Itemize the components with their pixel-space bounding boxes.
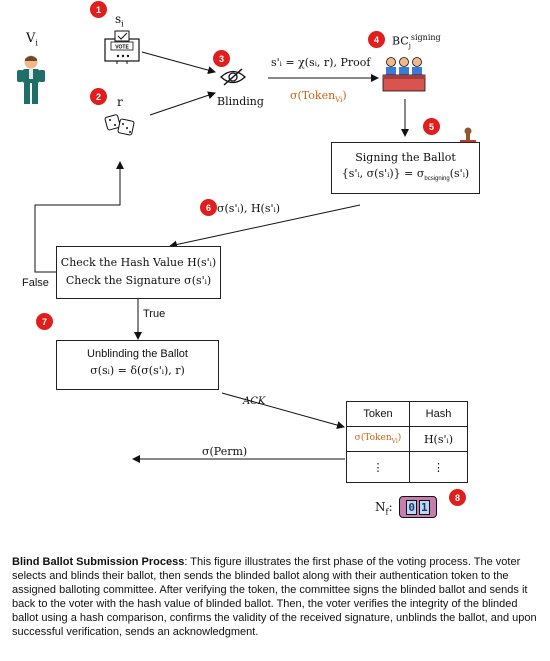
check-signature-text: Check the Signature σ(s'ᵢ) — [65, 274, 212, 287]
perm-label: σ(Perm) — [202, 445, 248, 458]
committee-icon — [382, 57, 426, 92]
step-badge-6: 6 — [200, 199, 217, 216]
step-badge-2: 2 — [90, 88, 107, 105]
dice-icon — [104, 114, 135, 136]
counter-display: 0 1 — [399, 496, 437, 518]
arrow-ballot-to-blinding — [141, 51, 216, 75]
blinding-label: Blinding — [217, 95, 264, 108]
unblinding-formula: σ(sᵢ) = δ(σ(s'ᵢ), r) — [90, 364, 185, 377]
voter-label: Vi — [26, 31, 38, 48]
counter-digit-1: 1 — [419, 499, 430, 515]
signing-title: Signing the Ballot — [355, 151, 456, 164]
table-header-row: Token Hash — [346, 401, 468, 427]
table-cell-hash: H(s'ᵢ) — [409, 426, 468, 452]
unblinding-box: Unblinding the Ballot σ(sᵢ) = δ(σ(s'ᵢ), … — [56, 340, 219, 390]
table-header-hash: Hash — [409, 401, 468, 427]
token-label: σ(TokenVi) — [290, 89, 347, 105]
table-row: σ(TokenVi) H(s'ᵢ) — [346, 426, 468, 452]
check-box: Check the Hash Value H(s'ᵢ) Check the Si… — [56, 246, 221, 299]
blinding-eye-icon — [220, 68, 246, 86]
false-label: False — [22, 277, 49, 289]
table-row: ⋮ ⋮ — [346, 451, 468, 483]
ack-label: ACK — [243, 396, 266, 407]
blind-formula: s'ᵢ = χ(sᵢ, r), Proof — [271, 56, 371, 69]
step-badge-3: 3 — [213, 50, 230, 67]
arrow-ack — [221, 392, 345, 429]
table-header-token: Token — [346, 401, 410, 427]
unblinding-title: Unblinding the Ballot — [87, 348, 188, 360]
ballot-box-icon: VOTE — [104, 30, 140, 64]
table-cell-token: σ(TokenVi) — [346, 426, 410, 452]
ballot-label: si — [115, 12, 124, 29]
counter-digit-0: 0 — [406, 499, 417, 515]
token-hash-table: Token Hash σ(TokenVi) H(s'ᵢ) ⋮ ⋮ — [346, 401, 468, 483]
step-badge-8: 8 — [449, 489, 466, 506]
table-cell-token-ellipsis: ⋮ — [346, 451, 410, 483]
step-badge-5: 5 — [423, 118, 440, 135]
true-label: True — [143, 308, 166, 320]
caption-title: Blind Ballot Submission Process — [12, 556, 185, 568]
step-badge-4: 4 — [368, 31, 385, 48]
table-cell-hash-ellipsis: ⋮ — [409, 451, 468, 483]
caption-text: : This figure illustrates the first phas… — [12, 556, 537, 638]
signing-ballot-box: Signing the Ballot {s'ᵢ, σ(s'ᵢ)} = σbcsi… — [331, 142, 480, 194]
counter-label: Nf: — [375, 500, 393, 517]
arrow-random-to-blinding — [149, 91, 216, 116]
false-loop-line — [34, 161, 124, 273]
committee-label: BCjsigning — [392, 33, 441, 50]
svg-text:VOTE: VOTE — [115, 45, 129, 51]
arrow-signing-to-check — [169, 204, 361, 249]
step-badge-1: 1 — [90, 1, 107, 18]
check-hash-text: Check the Hash Value H(s'ᵢ) — [60, 256, 217, 269]
step-badge-7: 7 — [36, 313, 53, 330]
figure-caption: Blind Ballot Submission Process: This fi… — [12, 555, 540, 639]
return-label: σ(s'ᵢ), H(s'ᵢ) — [217, 202, 281, 215]
signing-formula: {s'ᵢ, σ(s'ᵢ)} = σbcsigning(s'ᵢ) — [341, 167, 470, 183]
random-label: r — [117, 95, 123, 109]
voter-icon — [17, 55, 45, 104]
